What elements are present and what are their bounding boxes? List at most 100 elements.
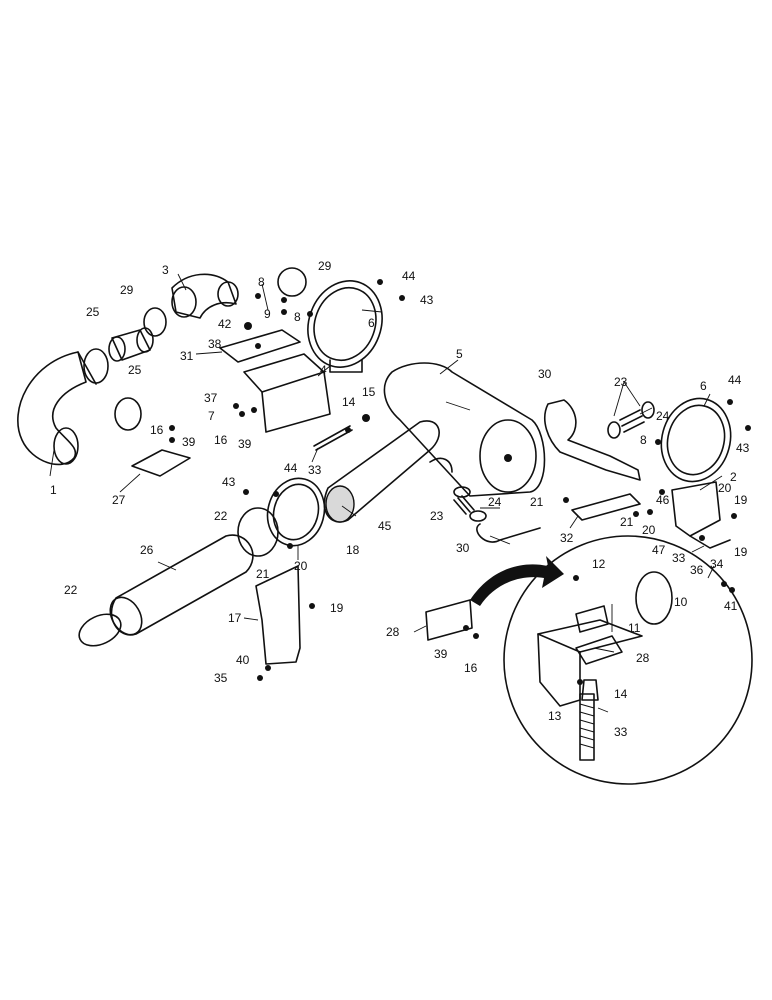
callout-34: 34 [710, 557, 724, 571]
part-clamp-left [143, 307, 167, 337]
callout-29b: 29 [318, 259, 332, 273]
callout-43b: 43 [736, 441, 750, 455]
callout-25a: 25 [86, 305, 100, 319]
callout-6b: 6 [700, 379, 707, 393]
callout-47: 47 [652, 543, 666, 557]
callout-5: 5 [456, 347, 463, 361]
callout-36: 36 [690, 563, 704, 577]
callout-14a: 14 [342, 395, 356, 409]
part-flex-pipe-upper [607, 401, 655, 439]
callout-44b: 44 [728, 373, 742, 387]
callout-2: 2 [730, 470, 737, 484]
callout-31: 31 [180, 349, 194, 363]
callout-28b: 28 [636, 651, 650, 665]
callout-4: 4 [320, 363, 327, 377]
callout-44a: 44 [402, 269, 416, 283]
part-bracket-17 [255, 565, 301, 665]
callout-30b: 30 [456, 541, 470, 555]
callout-20c: 20 [294, 559, 308, 573]
callout-24b: 24 [488, 495, 502, 509]
callout-32: 32 [560, 531, 574, 545]
callout-26: 26 [140, 543, 154, 557]
callout-23a: 23 [614, 375, 628, 389]
callout-39a: 39 [182, 435, 196, 449]
part-clamp-22-lower [78, 613, 122, 647]
leader-lines [49, 273, 723, 713]
part-clamp-top [277, 267, 307, 297]
callout-43a: 43 [420, 293, 434, 307]
callout-35: 35 [214, 671, 228, 685]
part-hose-clamps [83, 348, 142, 431]
part-tail-pipe [109, 534, 254, 636]
part-band-clamp-right [660, 397, 732, 483]
part-sleeve [108, 327, 154, 362]
arrow-to-detail [470, 556, 564, 606]
callout-23b: 23 [430, 509, 444, 523]
callout-22a: 22 [214, 509, 228, 523]
callout-19b: 19 [734, 545, 748, 559]
callout-16a: 16 [150, 423, 164, 437]
part-spring-upper [313, 425, 353, 451]
callout-18: 18 [346, 543, 360, 557]
callout-24a: 24 [656, 409, 670, 423]
callout-38: 38 [208, 337, 222, 351]
callout-9: 9 [264, 307, 271, 321]
detail-inset [503, 535, 753, 785]
callout-1: 1 [50, 483, 57, 497]
callout-3: 3 [162, 263, 169, 277]
callout-28a: 28 [386, 625, 400, 639]
callout-42: 42 [218, 317, 232, 331]
callout-27: 27 [112, 493, 126, 507]
callout-20a: 20 [718, 481, 732, 495]
part-curved-hose [17, 351, 97, 466]
callout-39c: 39 [434, 647, 448, 661]
callout-25b: 25 [128, 363, 142, 377]
callout-30a: 30 [538, 367, 552, 381]
part-band-clamp-lower [266, 477, 326, 547]
callout-41: 41 [724, 599, 738, 613]
part-brace-plate [131, 449, 191, 477]
callout-19a: 19 [734, 493, 748, 507]
callout-labels: 1 2 3 4 5 6 6 7 8 8 8 9 10 11 12 13 14 1… [50, 259, 750, 739]
callout-22b: 22 [64, 583, 78, 597]
callout-33b: 33 [672, 551, 686, 565]
callout-21c: 21 [256, 567, 270, 581]
part-clamp-22 [237, 507, 279, 557]
callout-8c: 8 [640, 433, 647, 447]
callout-20b: 20 [642, 523, 656, 537]
part-bracket-28 [425, 599, 473, 641]
hardware-fasteners [169, 279, 751, 685]
callout-43c: 43 [222, 475, 236, 489]
part-pipe-upper [544, 399, 641, 481]
part-band-clamp-upper [307, 280, 383, 373]
callout-46: 46 [656, 493, 670, 507]
callout-13: 13 [548, 709, 562, 723]
callout-8a: 8 [258, 275, 265, 289]
callout-16c: 16 [464, 661, 478, 675]
callout-44c: 44 [284, 461, 298, 475]
callout-29a: 29 [120, 283, 134, 297]
callout-40: 40 [236, 653, 250, 667]
callout-6: 6 [368, 316, 375, 330]
callout-19c: 19 [330, 601, 344, 615]
callout-15: 15 [362, 385, 376, 399]
callout-14b: 14 [614, 687, 628, 701]
callout-11: 11 [628, 621, 641, 635]
callout-45: 45 [378, 519, 392, 533]
part-bracket-right [671, 481, 731, 549]
callout-12: 12 [592, 557, 606, 571]
callout-16b: 16 [214, 433, 228, 447]
part-muffler [383, 362, 546, 497]
callout-39b: 39 [238, 437, 252, 451]
part-pipe-support [571, 493, 641, 521]
callout-37: 37 [204, 391, 218, 405]
part-mounting-brackets [219, 329, 331, 433]
callout-10: 10 [674, 595, 688, 609]
callout-21a: 21 [530, 495, 544, 509]
callout-7: 7 [208, 409, 215, 423]
callout-17: 17 [228, 611, 242, 625]
callout-21b: 21 [620, 515, 634, 529]
callout-33c: 33 [614, 725, 628, 739]
callout-8b: 8 [294, 310, 301, 324]
callout-33a: 33 [308, 463, 322, 477]
